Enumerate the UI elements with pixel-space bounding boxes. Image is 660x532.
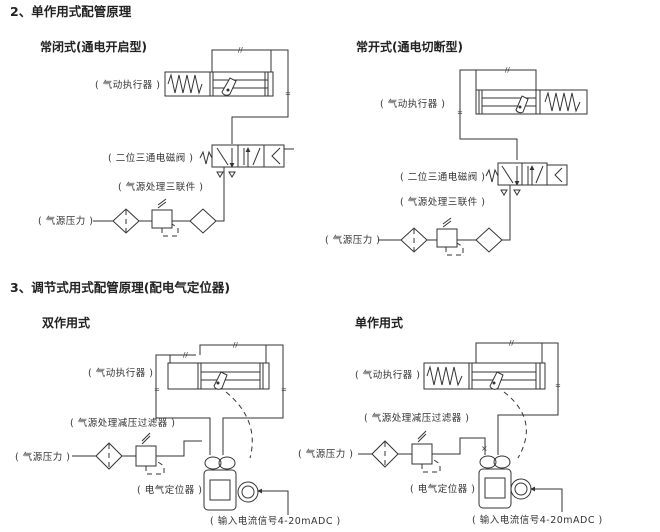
da-title: 双作用式 (42, 315, 90, 330)
no-actuator (475, 89, 588, 115)
no-title: 常开式(通电切断型) (356, 39, 463, 54)
sa-signal-label: ( 输入电流信号4-20mADC ) (472, 514, 603, 526)
regulator-icon (436, 228, 458, 248)
svg-text://: // (505, 66, 510, 74)
spring-icon (485, 168, 499, 183)
nc-supply-label: ( 气源压力 ) (38, 215, 93, 227)
svg-text:=: = (154, 386, 160, 394)
lubricator-icon (189, 208, 217, 234)
regulator-icon (135, 445, 157, 467)
da-positioner (203, 456, 259, 511)
da-supply-label: ( 气源压力 ) (15, 451, 70, 463)
spring-icon (167, 73, 203, 95)
spring-icon (426, 365, 463, 387)
sa-actuator-label: ( 气动执行器 ) (355, 369, 420, 381)
da-regulator-label: ( 气源处理减压过滤器 ) (70, 417, 175, 429)
svg-text:=: = (285, 90, 291, 98)
no-valve-label: ( 二位三通电磁阀 ) (400, 171, 485, 183)
nc-solenoid-valve (199, 144, 294, 178)
svg-text://: // (238, 46, 243, 54)
diagram-normally-open: 常开式(通电切断型) ( 气动执行器 ) // = (325, 39, 588, 256)
sa-title: 单作用式 (355, 315, 403, 330)
pinion-icon (213, 371, 228, 390)
sa-regulator-label: ( 气源处理减压过滤器 ) (364, 412, 469, 424)
sa-supply-label: ( 气源压力 ) (298, 448, 353, 460)
svg-text:=: = (457, 109, 463, 117)
pinion-icon (489, 371, 504, 390)
nc-actuator (164, 71, 274, 97)
pinion-icon (221, 77, 237, 96)
diagram-normally-closed: 常闭式(通电开启型) ( 气动执行器 ) // = (38, 39, 294, 237)
svg-text:=: = (281, 386, 287, 394)
diagram-double-acting: 双作用式 ( 气动执行器 ) // // = = ( 气源处理减压过滤器 ) (15, 315, 341, 527)
svg-text://: // (509, 339, 514, 347)
section-2-title: 2、单作用式配管原理 (10, 4, 132, 19)
regulator-icon (411, 443, 433, 465)
spring-icon (544, 91, 581, 113)
nc-frl-label: ( 气源处理三联件 ) (118, 181, 203, 193)
svg-text:=: = (555, 382, 561, 390)
da-positioner-label: ( 电气定位器 ) (137, 484, 202, 496)
da-actuator-label: ( 气动执行器 ) (88, 367, 153, 379)
nc-valve-label: ( 二位三通电磁阀 ) (108, 152, 193, 164)
diagram-single-acting: 单作用式 ( 气动执行器 ) // = ( 气源处理减压过滤器 ) × (298, 315, 603, 526)
no-solenoid-valve (485, 162, 568, 196)
sa-positioner (478, 455, 532, 509)
no-frl-label: ( 气源处理三联件 ) (400, 196, 485, 208)
da-signal-label: ( 输入电流信号4-20mADC ) (210, 515, 341, 527)
svg-text://: // (233, 341, 238, 349)
nc-actuator-label: ( 气动执行器 ) (95, 79, 160, 91)
sa-positioner-label: ( 电气定位器 ) (410, 483, 475, 495)
section-3-title: 3、调节式用式配管原理(配电气定位器) (10, 280, 230, 295)
pinion-icon (515, 95, 529, 114)
no-supply-label: ( 气源压力 ) (325, 234, 380, 246)
sa-actuator (423, 362, 546, 390)
da-actuator (167, 362, 270, 390)
no-actuator-label: ( 气动执行器 ) (380, 98, 445, 110)
regulator-icon (151, 209, 173, 229)
nc-title: 常闭式(通电开启型) (40, 39, 147, 54)
spring-icon (199, 150, 213, 165)
svg-text:×: × (481, 444, 488, 453)
svg-text://: // (183, 351, 188, 359)
lubricator-icon (475, 227, 503, 253)
